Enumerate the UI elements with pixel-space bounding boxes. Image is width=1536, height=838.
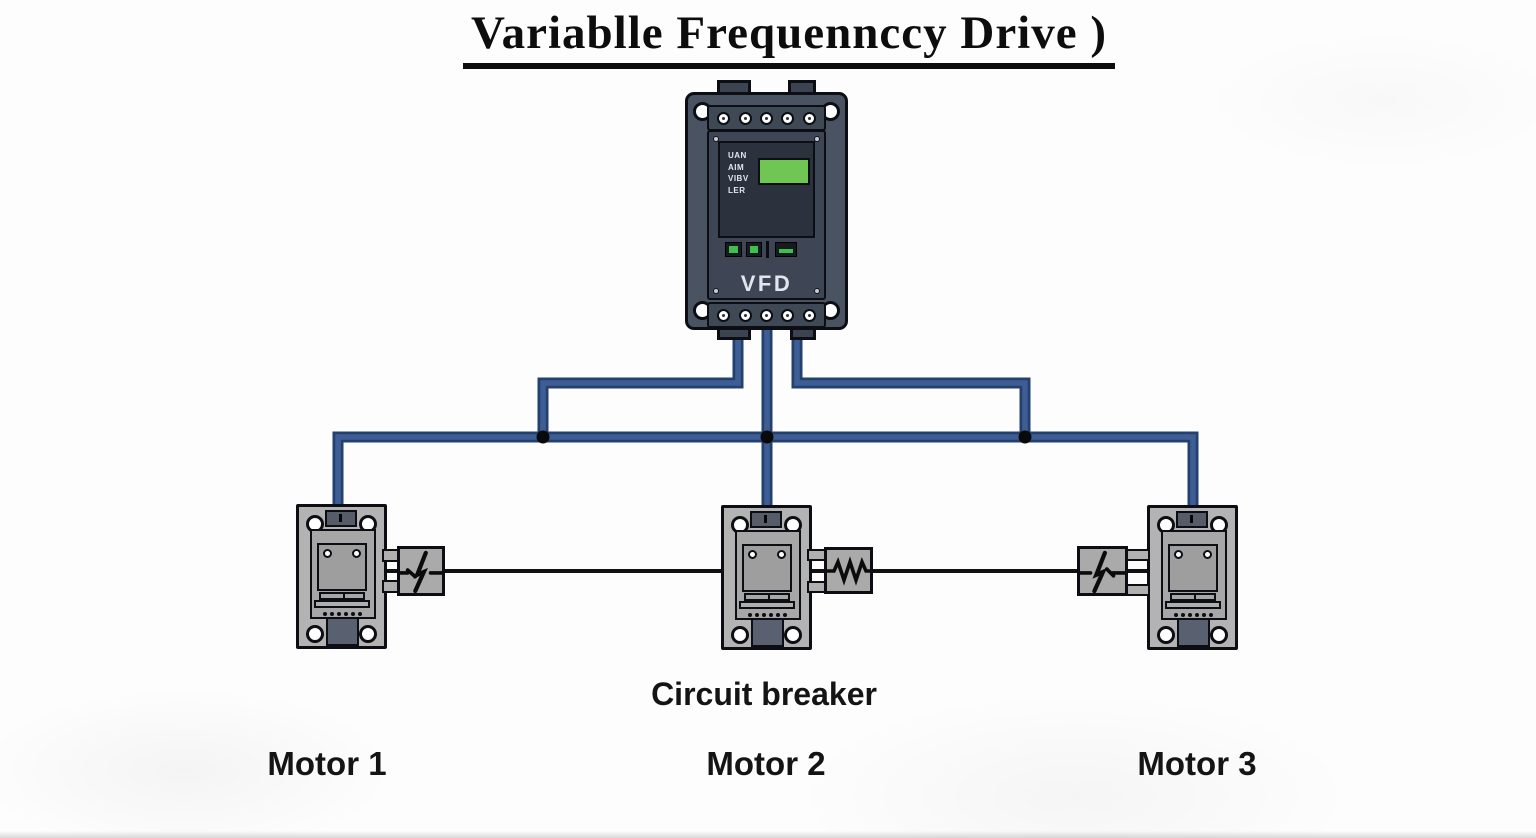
- lcd-screen: [758, 158, 810, 185]
- lightning-bolt-icon: [400, 550, 442, 593]
- mount-hole: [306, 625, 324, 643]
- lightning-bolt-icon: [1080, 550, 1125, 593]
- vfd-button[interactable]: [746, 242, 762, 257]
- screw: [814, 136, 820, 142]
- motor-base: [1170, 593, 1216, 601]
- vfd-top-terminals: [707, 105, 826, 131]
- motor-face: [317, 543, 367, 591]
- panel-label: UAN: [728, 151, 747, 160]
- motor-face: [1168, 544, 1218, 592]
- motor-terminal-slot: [1176, 511, 1208, 528]
- vfd-front-panel: UAN AIM VIBV LER: [707, 130, 826, 300]
- vfd-run-switch[interactable]: [775, 242, 797, 257]
- button-divider: [766, 241, 769, 258]
- terminal: [781, 111, 795, 125]
- button-led: [779, 249, 793, 253]
- vfd-bottom-terminals: [707, 302, 826, 328]
- motor-3-caption: Motor 3: [1137, 745, 1257, 782]
- screw: [352, 549, 361, 558]
- motor-junction-box: [326, 617, 359, 646]
- vent-dots: [323, 612, 362, 616]
- motor-base: [1165, 601, 1221, 609]
- vfd-unit: UAN AIM VIBV LER VFD: [684, 80, 852, 342]
- mount-hole: [784, 626, 802, 644]
- motor-housing: [310, 529, 376, 619]
- motor-base: [744, 593, 790, 601]
- panel-label: AIM: [728, 162, 745, 172]
- motor-terminal-slot: [325, 510, 357, 527]
- motor-face: [742, 544, 792, 592]
- screw: [777, 550, 786, 559]
- motor-junction-box: [751, 618, 784, 647]
- mount-hole: [1210, 626, 1228, 644]
- button-led: [750, 246, 758, 253]
- circuit-breaker-caption: Circuit breaker: [651, 676, 877, 712]
- motor-base: [739, 601, 795, 609]
- terminal: [759, 111, 773, 125]
- resistor-icon: [827, 556, 870, 586]
- terminal: [738, 111, 752, 125]
- bottom-shade: [0, 831, 1536, 838]
- motor-3: [1147, 505, 1238, 650]
- motor-base: [314, 600, 370, 608]
- motor-terminal-slot: [750, 511, 782, 528]
- wire-conductors: [335, 322, 1196, 512]
- motor-2-caption: Motor 2: [706, 745, 826, 782]
- motor-base: [319, 592, 365, 600]
- vfd-button[interactable]: [725, 242, 742, 257]
- screw: [1174, 550, 1183, 559]
- vent-dots: [1174, 613, 1213, 617]
- vfd-display-module: UAN AIM VIBV LER: [718, 141, 815, 238]
- terminal: [717, 111, 731, 125]
- motor-housing: [735, 530, 801, 620]
- panel-label: VIBV: [728, 174, 749, 183]
- screw: [1203, 550, 1212, 559]
- screw: [814, 288, 820, 294]
- screw: [748, 550, 757, 559]
- mount-hole: [359, 625, 377, 643]
- terminal: [738, 308, 752, 322]
- panel-label: LER: [728, 185, 746, 195]
- button-led: [729, 246, 738, 253]
- mount-hole: [731, 626, 749, 644]
- vfd-panel-labels: UAN AIM VIBV LER: [728, 150, 749, 196]
- motor-2: [721, 505, 812, 650]
- circuit-breaker-1: [397, 546, 445, 596]
- terminal: [802, 308, 816, 322]
- screw: [713, 136, 719, 142]
- page-title: Variablle Frequennccy Drive ): [462, 6, 1116, 69]
- vent-dots: [748, 613, 787, 617]
- vfd-label: VFD: [740, 271, 793, 296]
- terminal: [717, 308, 731, 322]
- circuit-breaker-3: [1077, 546, 1128, 596]
- terminal: [759, 308, 773, 322]
- motor-1: [296, 504, 387, 649]
- terminal: [781, 308, 795, 322]
- screw: [713, 288, 719, 294]
- motor-housing: [1161, 530, 1227, 620]
- junction-dots: [536, 430, 1032, 444]
- motor-junction-box: [1177, 618, 1210, 647]
- terminal: [802, 111, 816, 125]
- screw: [323, 549, 332, 558]
- mount-hole: [1157, 626, 1175, 644]
- circuit-breaker-2: [824, 547, 873, 594]
- motor-1-caption: Motor 1: [267, 745, 387, 782]
- vfd-body: UAN AIM VIBV LER VFD: [685, 92, 848, 330]
